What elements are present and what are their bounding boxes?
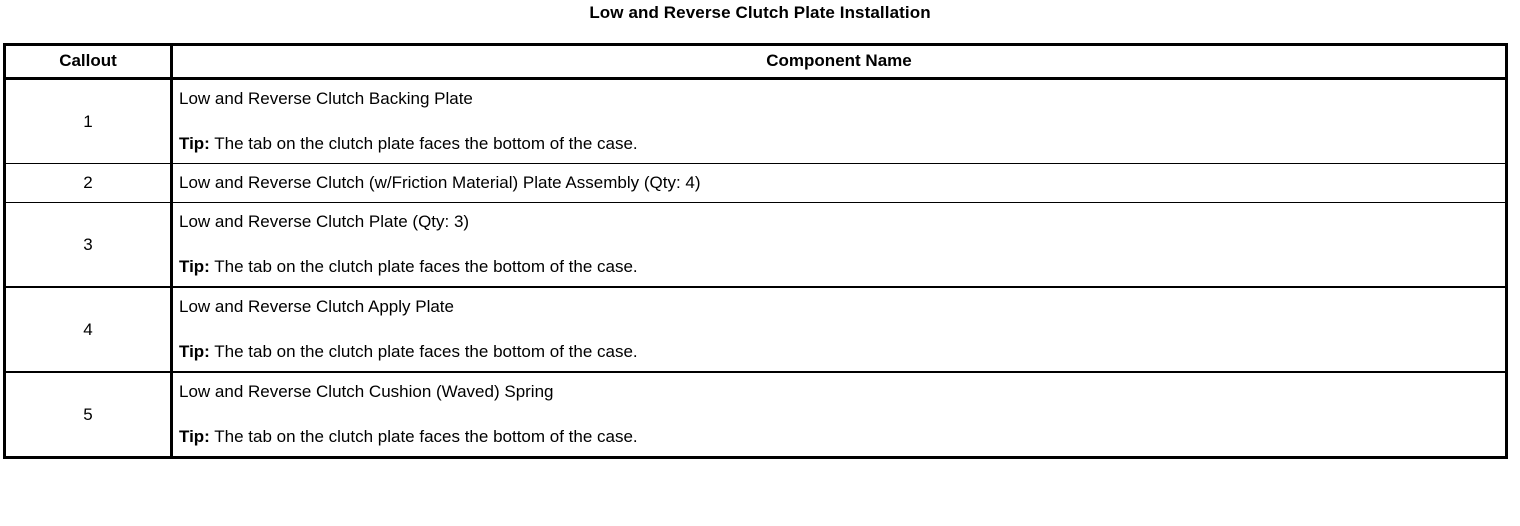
table-row: 2 Low and Reverse Clutch (w/Friction Mat… xyxy=(4,163,1507,203)
cell-component-name: Low and Reverse Clutch (w/Friction Mater… xyxy=(171,163,1507,203)
cell-component-name: Low and Reverse Clutch Plate (Qty: 3) Ti… xyxy=(171,202,1507,287)
page-title: Low and Reverse Clutch Plate Installatio… xyxy=(589,3,931,22)
table-row: 4 Low and Reverse Clutch Apply Plate Tip… xyxy=(4,286,1507,372)
table-header: Callout Component Name xyxy=(4,44,1507,80)
tip-text: The tab on the clutch plate faces the bo… xyxy=(209,427,638,446)
cell-callout: 1 xyxy=(4,78,173,164)
cell-callout: 4 xyxy=(4,286,173,372)
tip-text: The tab on the clutch plate faces the bo… xyxy=(209,342,638,361)
parts-table: Callout Component Name 1 Low and Reverse… xyxy=(3,43,1508,459)
table-header-row: Callout Component Name xyxy=(4,44,1507,80)
component-name-text: Low and Reverse Clutch Apply Plate xyxy=(179,297,454,316)
tip-note: Tip: The tab on the clutch plate faces t… xyxy=(179,133,1497,155)
tip-label: Tip: xyxy=(179,427,210,446)
cell-component-name: Low and Reverse Clutch Backing Plate Tip… xyxy=(172,79,1507,164)
table-row: 1 Low and Reverse Clutch Backing Plate T… xyxy=(4,78,1507,164)
tip-label: Tip: xyxy=(179,257,210,276)
tip-note: Tip: The tab on the clutch plate faces t… xyxy=(179,341,1497,363)
cell-callout: 5 xyxy=(4,371,173,458)
tip-text: The tab on the clutch plate faces the bo… xyxy=(209,257,638,276)
component-name-text: Low and Reverse Clutch Backing Plate xyxy=(179,89,473,108)
cell-component-name: Low and Reverse Clutch Apply Plate Tip: … xyxy=(171,286,1507,372)
component-name-text: Low and Reverse Clutch (w/Friction Mater… xyxy=(179,173,701,192)
component-name-text: Low and Reverse Clutch Cushion (Waved) S… xyxy=(179,382,554,401)
parts-table-container: Callout Component Name 1 Low and Reverse… xyxy=(3,43,1508,459)
table-row: 5 Low and Reverse Clutch Cushion (Waved)… xyxy=(4,371,1507,458)
column-header-component-name: Component Name xyxy=(171,44,1507,80)
tip-label: Tip: xyxy=(179,342,210,361)
cell-callout: 3 xyxy=(4,202,173,287)
cell-callout: 2 xyxy=(4,163,173,203)
tip-text: The tab on the clutch plate faces the bo… xyxy=(209,134,638,153)
tip-note: Tip: The tab on the clutch plate faces t… xyxy=(179,426,1497,448)
tip-note: Tip: The tab on the clutch plate faces t… xyxy=(179,256,1497,278)
component-name-text: Low and Reverse Clutch Plate (Qty: 3) xyxy=(179,212,470,231)
cell-component-name: Low and Reverse Clutch Cushion (Waved) S… xyxy=(171,371,1507,458)
column-header-callout: Callout xyxy=(4,44,173,80)
table-body: 1 Low and Reverse Clutch Backing Plate T… xyxy=(4,78,1507,458)
table-row: 3 Low and Reverse Clutch Plate (Qty: 3) … xyxy=(4,202,1507,287)
tip-label: Tip: xyxy=(179,134,210,153)
